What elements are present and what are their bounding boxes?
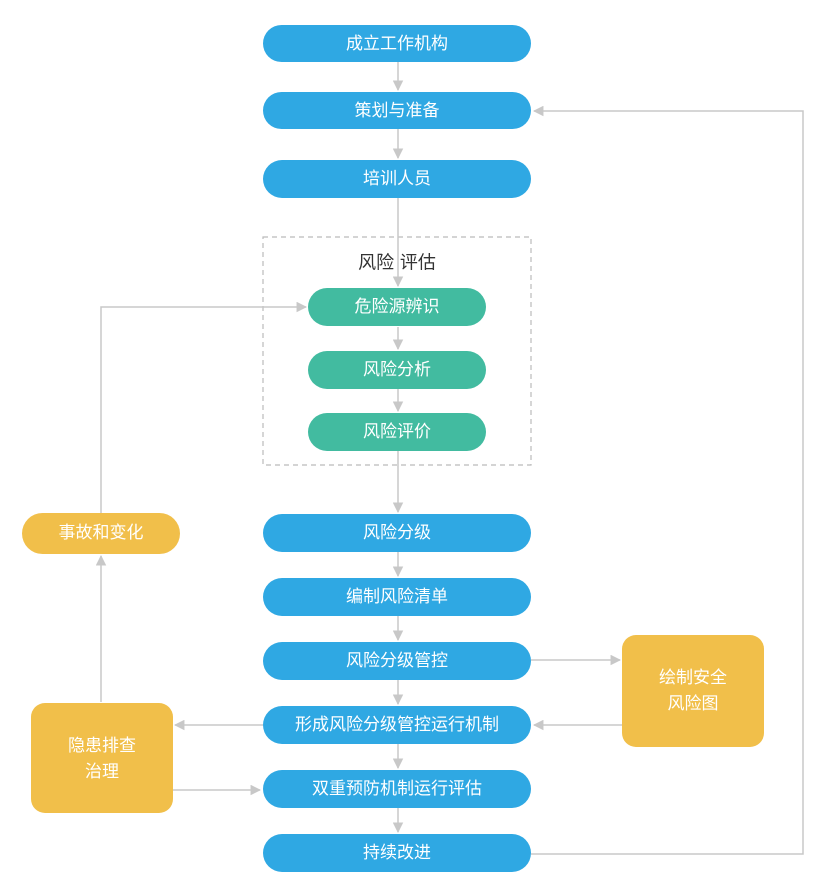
node-establish-label: 成立工作机构 (346, 34, 448, 54)
node-risk-analysis-label: 风险分析 (363, 360, 431, 380)
connectors (95, 62, 804, 855)
node-hidden-danger-line2: 治理 (85, 762, 119, 782)
node-grading-control: 风险分级管控 (263, 642, 531, 680)
node-risk-evaluation-label: 风险评价 (363, 422, 431, 442)
node-risk-map-line2: 风险图 (668, 694, 719, 714)
node-plan-label: 策划与准备 (355, 101, 440, 121)
edge-accident-hazard (100, 301, 308, 513)
node-risk-map-line1: 绘制安全 (659, 668, 727, 688)
node-train-label: 培训人员 (363, 169, 431, 189)
node-control-mechanism-label: 形成风险分级管控运行机制 (295, 715, 499, 735)
node-control-mechanism: 形成风险分级管控运行机制 (263, 706, 531, 744)
node-risk-evaluation: 风险评价 (308, 413, 486, 451)
node-plan: 策划与准备 (263, 92, 531, 129)
edge-improve-plan (531, 105, 804, 855)
node-continuous-improvement-label: 持续改进 (363, 843, 431, 863)
node-hidden-danger-line1: 隐患排查 (68, 736, 136, 756)
node-hidden-danger: 隐患排查 治理 (31, 703, 173, 813)
node-dual-evaluation: 双重预防机制运行评估 (263, 770, 531, 808)
node-dual-evaluation-label: 双重预防机制运行评估 (312, 779, 482, 799)
node-accident-change: 事故和变化 (22, 513, 180, 554)
node-risk-analysis: 风险分析 (308, 351, 486, 389)
node-risk-grading-label: 风险分级 (363, 523, 431, 543)
node-hazard-identification: 危险源辨识 (308, 288, 486, 326)
node-continuous-improvement: 持续改进 (263, 834, 531, 872)
node-grading-control-label: 风险分级管控 (346, 651, 448, 671)
node-risk-grading: 风险分级 (263, 514, 531, 552)
node-risk-map: 绘制安全 风险图 (622, 635, 764, 747)
node-establish: 成立工作机构 (263, 25, 531, 62)
risk-assessment-group (262, 236, 532, 466)
node-risk-list-label: 编制风险清单 (346, 587, 448, 607)
risk-assessment-title: 风险 评估 (358, 253, 436, 274)
node-risk-list: 编制风险清单 (263, 578, 531, 616)
node-train: 培训人员 (263, 160, 531, 198)
node-accident-change-label: 事故和变化 (59, 523, 144, 543)
node-hazard-identification-label: 危险源辨识 (355, 297, 440, 317)
